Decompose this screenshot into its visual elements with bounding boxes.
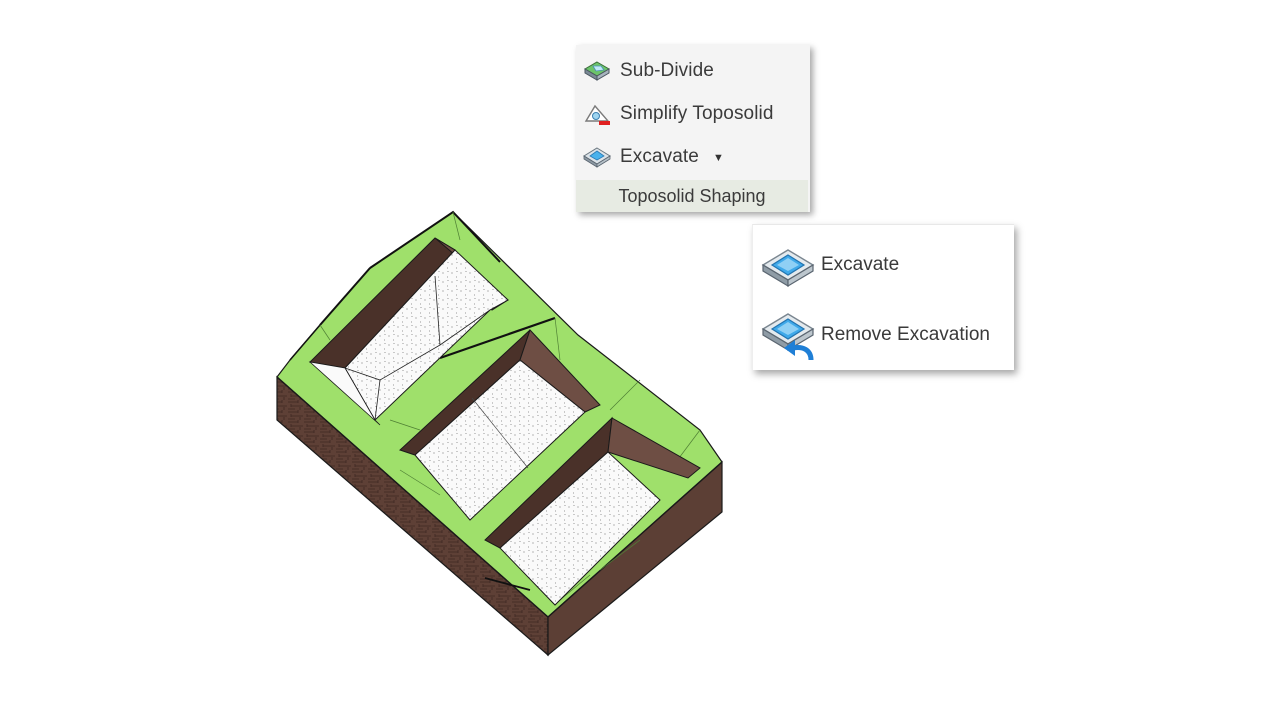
pit-1-floor <box>344 249 509 421</box>
simplify-toposolid-icon <box>582 101 612 127</box>
subdivide-icon <box>582 58 612 84</box>
toposolid-model <box>276 210 723 657</box>
toposolid-shaping-panel: Sub-Divide Simplify Toposolid Excavate ▼… <box>576 45 810 212</box>
chevron-down-icon[interactable]: ▼ <box>712 151 724 164</box>
subdivide-button[interactable]: Sub-Divide <box>582 56 720 86</box>
excavate-icon <box>759 236 817 294</box>
pit-3-right-wall <box>607 417 701 479</box>
simplify-toposolid-label: Simplify Toposolid <box>620 103 774 124</box>
remove-excavation-icon <box>759 306 817 364</box>
excavate-label: Excavate <box>620 146 699 167</box>
menu-item-excavate[interactable]: Excavate <box>759 236 899 294</box>
menu-item-remove-excavation[interactable]: Remove Excavation <box>759 306 990 364</box>
pit-3-floor <box>499 451 661 606</box>
excavate-split-button[interactable]: Excavate ▼ <box>582 142 730 172</box>
simplify-toposolid-button[interactable]: Simplify Toposolid <box>582 99 780 129</box>
excavate-icon <box>582 144 612 170</box>
menu-item-remove-excavation-label: Remove Excavation <box>821 324 990 345</box>
menu-item-excavate-label: Excavate <box>821 254 900 275</box>
subdivide-label: Sub-Divide <box>620 60 714 81</box>
panel-title: Toposolid Shaping <box>576 180 808 212</box>
excavate-dropdown-menu: Excavate Remove Excavation <box>752 224 1014 370</box>
pit-2-floor <box>414 359 586 521</box>
